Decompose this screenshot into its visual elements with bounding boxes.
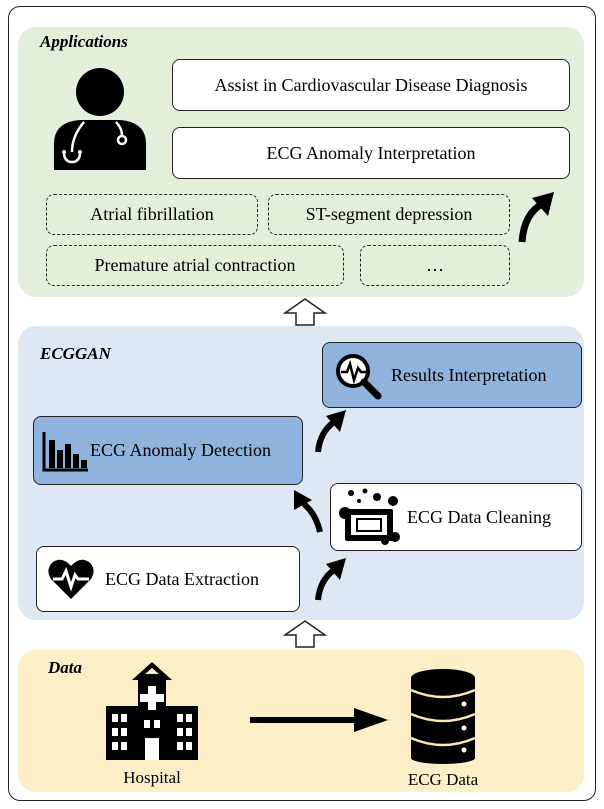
anomaly-detection-box: ECG Anomaly Detection <box>33 416 303 485</box>
bar-chart-icon <box>42 430 88 472</box>
interpretation-box: ECG Anomaly Interpretation <box>172 127 570 179</box>
arrow-cleaning-to-detection-icon <box>290 488 324 539</box>
right-arrow-icon <box>250 706 390 739</box>
data-extraction-box: ECG Data Extraction <box>36 546 300 612</box>
data-title: Data <box>48 658 82 677</box>
data-cleaning-label: ECG Data Cleaning <box>407 506 551 527</box>
example-atrial-fibrillation: Atrial fibrillation <box>46 194 258 235</box>
results-interpretation-label: Results Interpretation <box>391 364 547 385</box>
up-hollow-arrow-icon-2 <box>282 619 328 654</box>
hospital-icon <box>104 660 200 765</box>
arrow-extraction-to-cleaning-icon <box>314 556 348 607</box>
up-curved-arrow-icon <box>518 188 558 249</box>
applications-title: Applications <box>40 32 128 51</box>
data-extraction-label: ECG Data Extraction <box>105 568 259 589</box>
figure-frame <box>8 6 596 801</box>
example-more: … <box>360 245 510 286</box>
results-interpretation-box: Results Interpretation <box>322 342 582 408</box>
hospital-label: Hospital <box>123 768 181 787</box>
example-st-segment-depression: ST-segment depression <box>268 194 510 235</box>
anomaly-detection-label: ECG Anomaly Detection <box>90 440 271 460</box>
diagnosis-box: Assist in Cardiovascular Disease Diagnos… <box>172 59 570 111</box>
heart-pulse-icon <box>47 557 95 601</box>
example-premature-atrial-contraction: Premature atrial contraction <box>46 245 344 286</box>
database-icon <box>408 668 478 769</box>
ecg-data-label: ECG Data <box>407 770 479 789</box>
up-hollow-arrow-icon <box>282 297 328 332</box>
doctor-icon <box>50 66 150 175</box>
ecggan-title: ECGGAN <box>40 344 111 363</box>
data-cleaning-icon <box>337 487 401 547</box>
search-waveform-icon <box>333 351 382 400</box>
arrow-detection-to-results-icon <box>314 408 348 459</box>
data-cleaning-box: ECG Data Cleaning <box>330 483 582 551</box>
